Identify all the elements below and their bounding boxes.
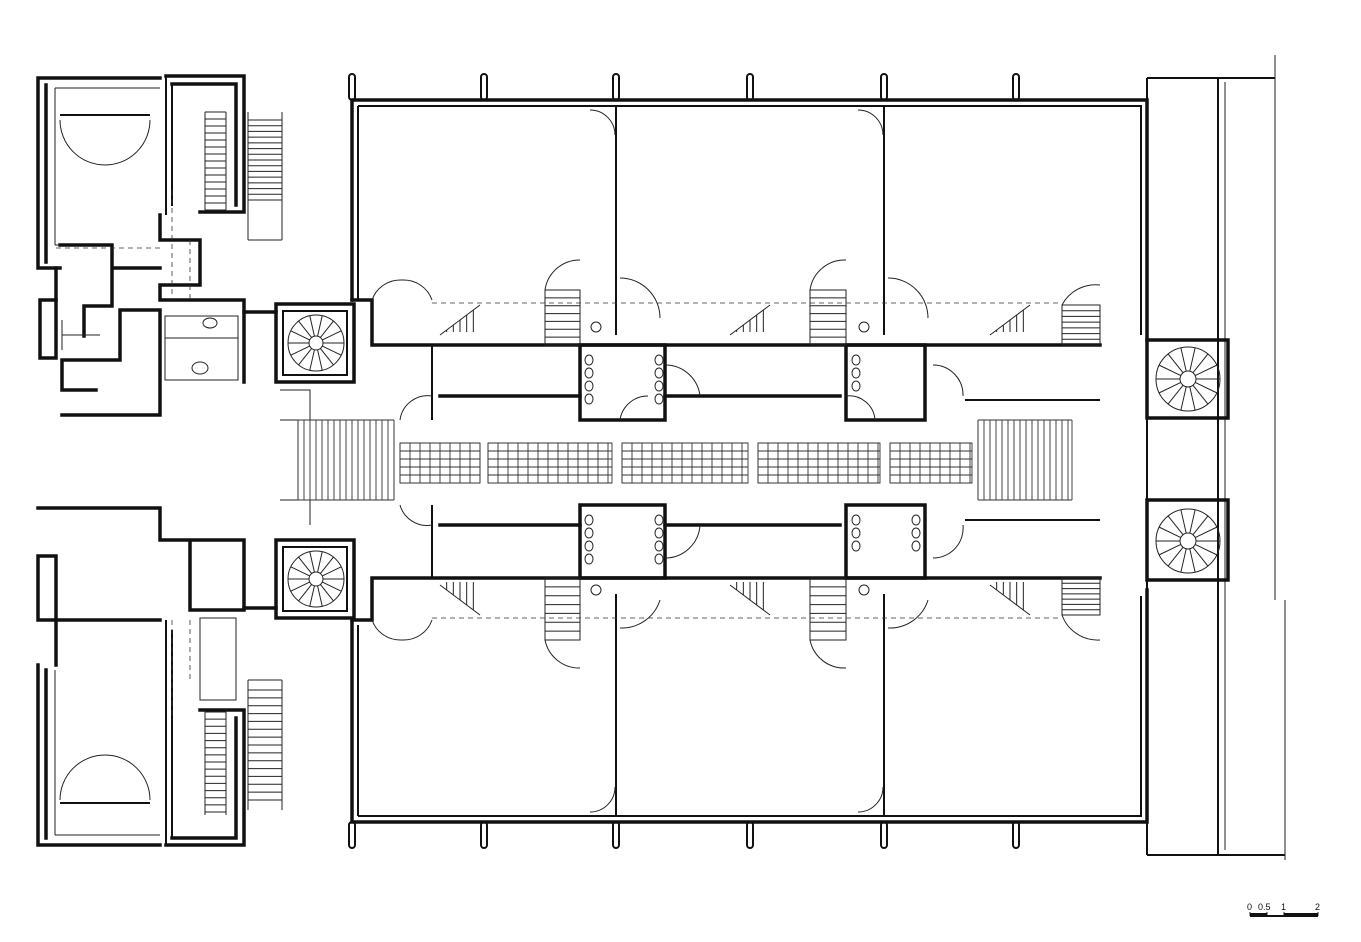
scale-bar: 0 0.5 1 2: [1247, 902, 1320, 917]
unit-stairs: [439, 297, 1100, 632]
scale-label-0: 0: [1247, 902, 1252, 912]
toilet-icon: [654, 367, 664, 379]
grille: [889, 442, 973, 484]
toilet-icon: [851, 527, 861, 539]
basin-icon: [858, 321, 870, 333]
column: [612, 73, 620, 101]
basin-icon: [858, 584, 870, 596]
basin-icon: [590, 321, 602, 333]
left-wing-lower: [36, 506, 283, 847]
column-row: [348, 73, 1020, 101]
toilet-icon: [654, 553, 664, 565]
toilet-icon: [851, 540, 861, 552]
stair-treads: [205, 111, 226, 211]
column: [348, 73, 356, 101]
column-row: [348, 821, 1020, 849]
spiral-stair-icon: [288, 551, 344, 607]
column: [1012, 821, 1020, 849]
scale-label-05: 0.5: [1258, 902, 1271, 912]
toilet-icon: [584, 354, 594, 366]
toilet-icon: [851, 514, 861, 526]
corridor-stairs: [297, 419, 1073, 501]
grille: [757, 442, 881, 484]
spiral-stair-icon: [1156, 509, 1220, 573]
basin-icon: [590, 584, 602, 596]
column: [746, 821, 754, 849]
column: [480, 821, 488, 849]
right-strip: [1145, 55, 1286, 860]
column: [746, 73, 754, 101]
grille: [621, 442, 749, 484]
toilet-icon: [584, 380, 594, 392]
toilet-icon: [654, 540, 664, 552]
toilet-icon: [654, 393, 664, 405]
spiral-stair-icon: [288, 315, 344, 371]
column: [612, 821, 620, 849]
toilet-icon: [911, 540, 921, 552]
toilet-icon: [911, 527, 921, 539]
toilet-icon: [851, 380, 861, 392]
column: [348, 821, 356, 849]
toilet-icon: [911, 514, 921, 526]
toilet-icon: [584, 514, 594, 526]
scale-label-1: 1: [1281, 902, 1286, 912]
scale-label-2: 2: [1315, 902, 1320, 912]
toilet-icon: [584, 553, 594, 565]
toilet-icon: [851, 367, 861, 379]
grille: [399, 442, 481, 484]
toilet-icon: [584, 367, 594, 379]
stair-treads: [248, 119, 282, 201]
toilet-icon: [584, 540, 594, 552]
toilet-icon: [654, 354, 664, 366]
toilet-icon: [654, 527, 664, 539]
toilet-icon: [584, 393, 594, 405]
toilet-icon: [654, 514, 664, 526]
wc-fixtures: [584, 321, 921, 596]
spiral-stair-icon: [1156, 347, 1220, 411]
toilet-icon: [654, 380, 664, 392]
toilet-icon: [584, 527, 594, 539]
toilet-icon: [851, 354, 861, 366]
corridor-grilles: [399, 442, 973, 484]
stair-treads: [248, 689, 282, 801]
column: [880, 73, 888, 101]
column: [880, 821, 888, 849]
stair-treads: [205, 711, 226, 813]
column: [1012, 73, 1020, 101]
left-wing: [36, 74, 283, 417]
central-block: [297, 73, 1149, 849]
column: [480, 73, 488, 101]
grille: [487, 442, 613, 484]
